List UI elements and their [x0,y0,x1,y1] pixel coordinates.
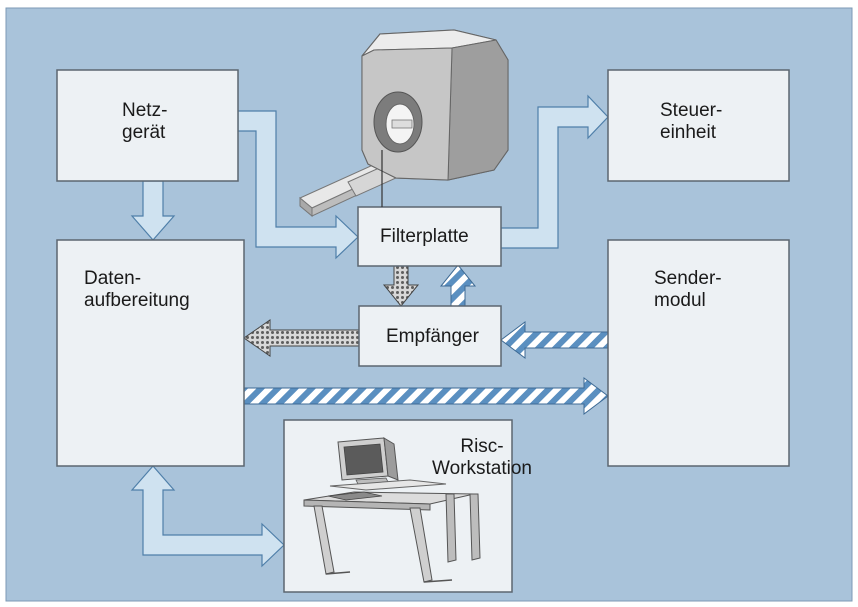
arrow-empfaenger-to-filterplatte [439,264,477,307]
workstation-desk-illustration [303,437,481,583]
box-filterplatte [357,206,502,267]
arrow-netzgeraet-to-datenaufbereitung [130,180,176,241]
arrow-netzgeraet-to-filterplatte [237,110,359,260]
label-workstation: Risc- Workstation [432,436,532,479]
mri-scanner-illustration [299,29,509,218]
arrow-datenaufbereitung-to-sendermodul [243,377,609,415]
label-datenaufbereitung: Daten- aufbereitung [84,268,190,311]
label-netzgeraet: Netz- gerät [122,100,168,143]
arrow-filterplatte-to-steuereinheit [500,94,609,249]
label-sendermodul: Sender- modul [654,268,722,311]
box-sendermodul [607,239,790,467]
label-steuereinheit: Steuer- einheit [660,100,723,143]
arrow-filterplatte-to-empfaenger [382,265,420,307]
box-netzgeraet [56,69,239,182]
label-filterplatte: Filterplatte [380,226,469,247]
arrow-empfaenger-to-datenaufbereitung [243,319,360,357]
box-datenaufbereitung [56,239,245,467]
box-empfaenger [358,305,502,367]
label-empfaenger: Empfänger [386,326,479,347]
arrow-sendermodul-to-empfaenger [500,321,609,359]
box-steuereinheit [607,69,790,182]
